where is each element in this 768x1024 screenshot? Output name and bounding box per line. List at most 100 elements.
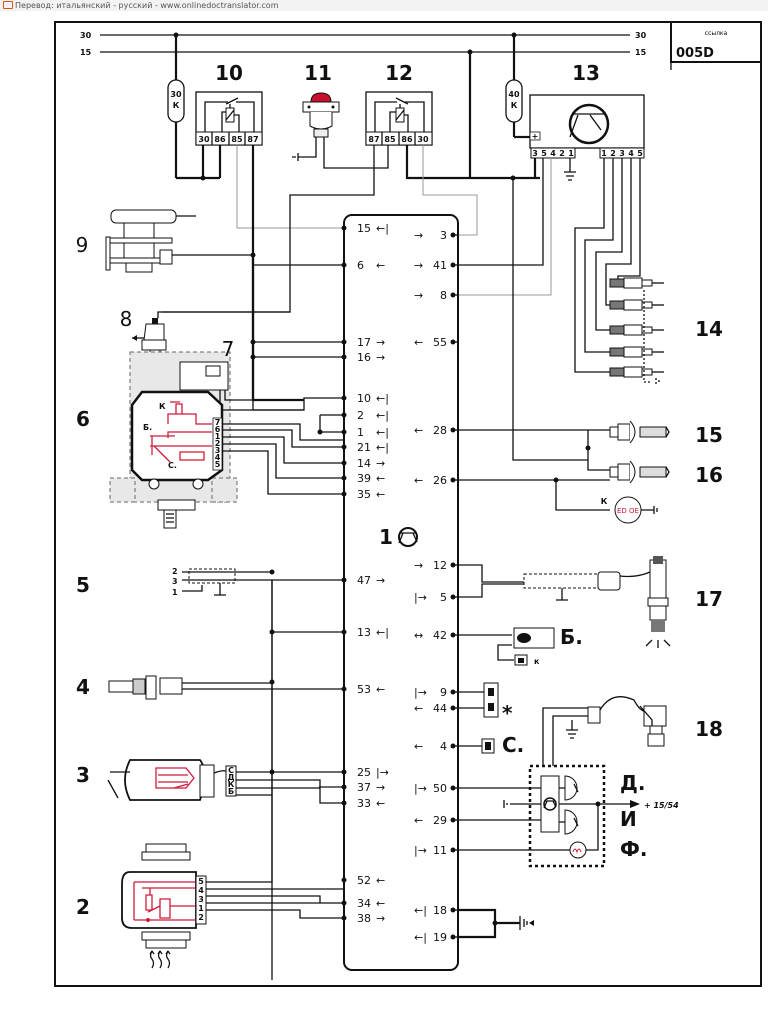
switch-15: 15	[609, 420, 723, 447]
ecu-right-pin-arrow: |→	[414, 782, 427, 795]
ecu-left-pin-arrow: |→	[376, 766, 389, 779]
ecu-right-pin: 28 ←	[414, 424, 458, 437]
ecu-left-pin-arrow: ←|	[376, 392, 389, 405]
valve-18: 18	[542, 696, 723, 766]
unit-13-right-pin: 4	[628, 149, 634, 158]
unit-13-right-pin: 2	[610, 149, 616, 158]
ecu-right-pin-arrow: |→	[414, 844, 427, 857]
ecu-left-pin-number: 21	[357, 441, 371, 454]
ecu-left-pin-arrow: ←|	[376, 441, 389, 454]
instrument-cluster: + 15/54 Д. И Ф.	[458, 764, 679, 868]
pump-pin: 7	[215, 418, 221, 427]
ecu-right-pin: 5|→	[414, 591, 458, 604]
flowmeter-pin: 5	[198, 877, 204, 886]
ecu-right-pin: 11 |→	[414, 844, 458, 857]
ecu-left-pin-arrow: ←	[376, 897, 385, 910]
ecu-right-pin-number: 11	[433, 844, 447, 857]
bus-30: 30 30	[80, 31, 647, 40]
ecu-left-pin-number: 6	[357, 259, 364, 272]
pin-dot	[341, 225, 347, 231]
ecu-left-pin: 37→	[341, 781, 385, 794]
ecu-right-pin-arrow: →	[414, 229, 423, 242]
lamp-f-icon	[569, 841, 587, 859]
fuse-30k-unit: К	[173, 101, 180, 110]
wire-5-3: 3	[172, 577, 178, 586]
unit-13-right-pins: 1 2 3 4 5	[599, 147, 645, 159]
ecu-left-pin: 16→	[341, 351, 385, 364]
gauge-d-icon	[564, 775, 579, 801]
ecu-right-pin-arrow: →	[414, 559, 423, 572]
ecu-left-pin-arrow: ←|	[376, 426, 389, 439]
ecu-right-pin: 29←	[414, 814, 458, 827]
actuator-3-pin: Б	[228, 787, 234, 796]
ecu-right-pin: 19←|	[414, 931, 458, 944]
connector-c-label: С.	[502, 733, 524, 757]
ecu-right-pin-number: 3	[440, 229, 447, 242]
pump-label-k: К	[159, 402, 166, 411]
star-label: *	[502, 701, 513, 725]
ecu-right-pin: 8→	[414, 289, 458, 302]
ecu-right-pin-number: 28	[433, 424, 447, 437]
translator-text: Перевод: итальянский - русский - www.onl…	[15, 1, 279, 10]
ecu-left-pin-number: 33	[357, 797, 371, 810]
ecu-symbol-icon	[398, 527, 418, 547]
ecu-left-pin-arrow: →	[376, 336, 385, 349]
ecu-right-pin-number: 12	[433, 559, 447, 572]
ecu-right-pin-arrow: ←	[414, 740, 423, 753]
relay-10-pin-30: 30	[198, 135, 210, 144]
gauge-i-label: И	[620, 807, 637, 831]
actuator-3: 3 С Д К Б	[76, 759, 344, 804]
translator-bar: Перевод: итальянский - русский - www.onl…	[0, 0, 768, 11]
flowmeter-pin: 4	[198, 886, 204, 895]
relay-10: 10 30 86 85 87	[195, 61, 263, 146]
ecu-left-pin-number: 10	[357, 392, 371, 405]
cable-5: 5 2 3 1	[76, 567, 344, 597]
flowmeter-pin: 1	[198, 904, 204, 913]
ecu-left-pin-arrow: →	[376, 781, 385, 794]
ecu-left-pin-number: 15	[357, 222, 371, 235]
glow-symbol-icon	[568, 103, 610, 145]
bus-15-label-right: 15	[635, 48, 647, 57]
glow-plug	[609, 366, 664, 378]
pin-dot	[341, 877, 347, 883]
ecu-left-pin-number: 53	[357, 683, 371, 696]
ecu-right-pin-number: 55	[433, 336, 447, 349]
ecu-right-pin-number: 29	[433, 814, 447, 827]
ecu-right-pin-arrow: ←	[414, 424, 423, 437]
ecu-left-pin-arrow: →	[376, 457, 385, 470]
ecu-left-pin-number: 2	[357, 409, 364, 422]
sensor-4: 4	[76, 675, 344, 700]
ecu-left-pin-arrow: ←	[376, 488, 385, 501]
ecu-left-pin: 14→	[341, 457, 385, 470]
unit-13-left-pin: 2	[559, 149, 565, 158]
label-13: 13	[572, 61, 600, 85]
gauge-d-label: Д.	[620, 771, 645, 795]
diagram-frame	[54, 21, 762, 987]
unit-13-left-pin: 5	[541, 149, 547, 158]
ecu-right-pin-number: 8	[440, 289, 447, 302]
ecu-right-pin-arrow: →	[414, 259, 423, 272]
ecu-left-pin-arrow: ←	[376, 797, 385, 810]
unit-13-right-pin: 3	[619, 149, 625, 158]
title-block: ссылка 005D	[670, 21, 762, 70]
bus-15-label-left: 15	[80, 48, 92, 57]
pump-label-c: С.	[168, 461, 177, 470]
lamp-k: К ED OE	[601, 496, 658, 524]
label-2: 2	[76, 895, 90, 919]
glow-control-unit-13: 13 + 3 5 4 2 1 1 2 3 4 5	[529, 61, 645, 181]
label-6: 6	[76, 407, 90, 431]
ecu-left-pin-arrow: ←	[376, 683, 385, 696]
relay-10-pin-86: 86	[214, 135, 226, 144]
title-block-box	[670, 21, 762, 63]
ecu-right-pin-arrow: ↔	[414, 629, 423, 642]
diag-label-b: Б.	[560, 625, 583, 649]
ecu-right-pin: 18←|	[414, 904, 458, 917]
flowmeter-pin: 2	[198, 913, 204, 922]
label-15: 15	[695, 423, 723, 447]
ecu-left-pins: 15←|6←17→16→10←|2←|1←|21←|14→39←35←47→13…	[341, 222, 389, 925]
label-17: 17	[695, 587, 723, 611]
label-18: 18	[695, 717, 723, 741]
ecu-right-pin-arrow: ←|	[414, 931, 427, 944]
